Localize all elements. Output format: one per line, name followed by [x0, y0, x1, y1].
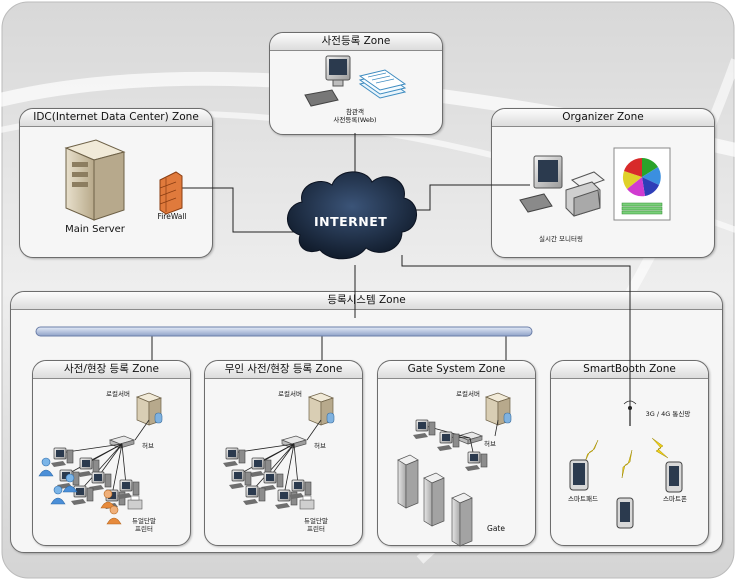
onsite-registration-zone: 사전/현장 등록 Zone [32, 360, 191, 546]
unmanned-registration-zone: 무인 사전/현장 등록 Zone [204, 360, 363, 546]
unmanned-server-label: 로컬서버 [278, 390, 302, 398]
zone-title: Gate System Zone [378, 361, 535, 379]
unmanned-printer-label: 듀얼단말 프린터 [304, 517, 328, 533]
monitoring-label: 실시간 모니터링 [539, 235, 583, 243]
network-label: 3G / 4G 통신망 [645, 410, 691, 418]
smartbooth-zone: SmartBooth Zone [550, 360, 709, 546]
internet-label: INTERNET [314, 214, 388, 229]
onsite-printer-label: 듀얼단말 프린터 [132, 517, 156, 533]
gate-hub-label: 허브 [484, 440, 496, 448]
zone-title: 사전등록 Zone [270, 33, 442, 51]
gate-label: Gate [487, 524, 505, 533]
onsite-server-label: 로컬서버 [106, 390, 130, 398]
unmanned-hub-label: 허브 [314, 442, 326, 450]
zone-title: 무인 사전/현장 등록 Zone [205, 361, 362, 379]
gate-system-zone: Gate System Zone [377, 360, 536, 546]
onsite-hub-label: 허브 [142, 442, 154, 450]
pre-registration-pc-label: 참관객 사전등록(Web) [333, 108, 377, 124]
gate-server-label: 로컬서버 [456, 390, 480, 398]
zone-title: 등록시스템 Zone [11, 292, 722, 310]
firewall-label: FireWall [157, 212, 187, 221]
zone-title: IDC(Internet Data Center) Zone [20, 109, 212, 127]
main-server-label: Main Server [65, 224, 125, 235]
smartpad-label: 스마트패드 [568, 495, 598, 503]
zone-title: Organizer Zone [492, 109, 714, 127]
zone-title: SmartBooth Zone [551, 361, 708, 379]
zone-title: 사전/현장 등록 Zone [33, 361, 190, 379]
smartphone-label: 스마트폰 [663, 495, 687, 503]
pre-registration-zone: 사전등록 Zone [269, 32, 443, 135]
